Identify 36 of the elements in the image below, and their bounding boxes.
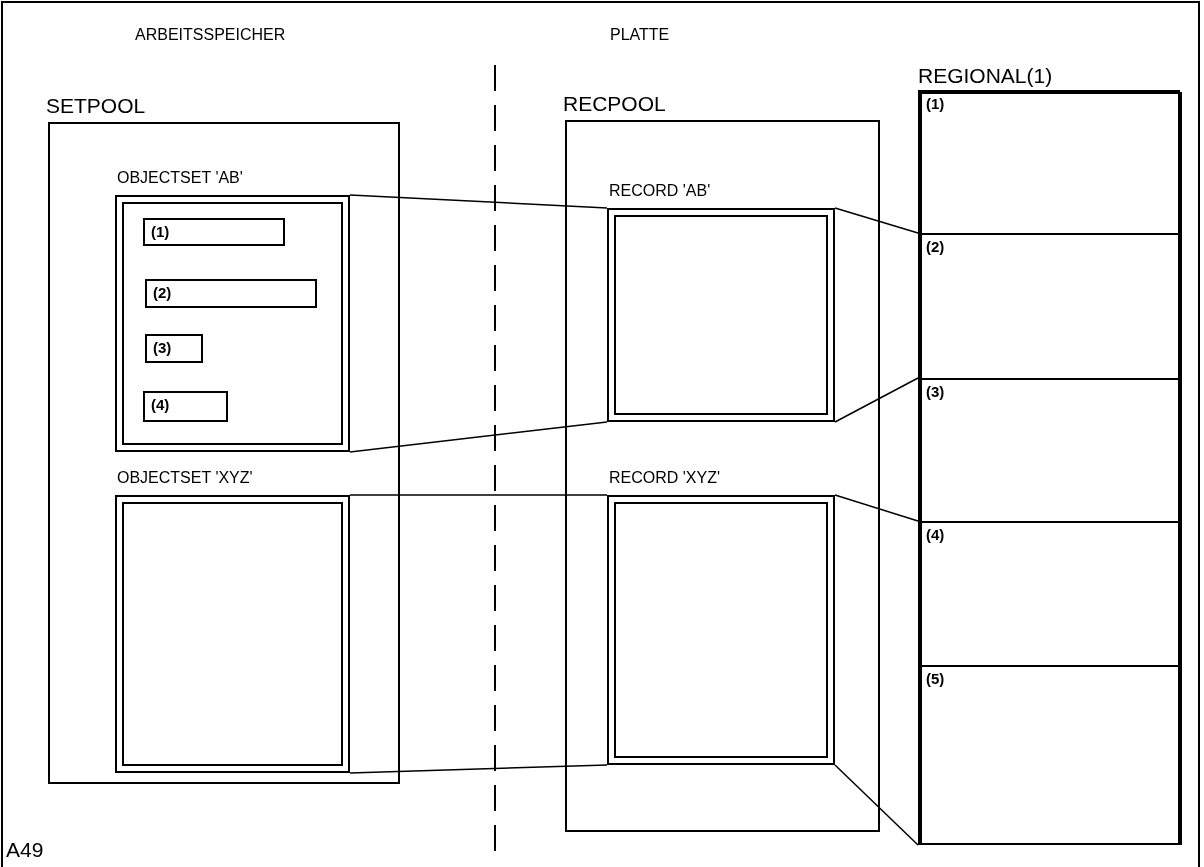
box-heading: SETPOOL (46, 94, 146, 118)
connector-line (349, 421, 608, 453)
item-label: (2) (926, 238, 945, 255)
connector-line (834, 207, 919, 234)
item-label: (1) (151, 223, 170, 240)
field-box (143, 391, 228, 422)
diagram-label: PLATTE (610, 26, 670, 44)
diagram-label: A49 (6, 838, 44, 862)
item-label: (4) (926, 526, 945, 543)
region-cell (918, 233, 1180, 380)
connector-line (349, 494, 608, 496)
region-cell (918, 665, 1180, 845)
box-heading: RECPOOL (563, 92, 666, 116)
diagram-label: ARBEITSSPEICHER (135, 26, 286, 44)
box-heading: REGIONAL(1) (918, 64, 1053, 88)
item-label: (1) (926, 95, 945, 112)
item-label: (3) (153, 339, 172, 356)
box-heading: RECORD 'XYZ' (609, 469, 720, 487)
connector-line (834, 494, 919, 522)
item-label: (4) (151, 396, 170, 413)
connector-line (834, 377, 919, 423)
connector-line (349, 764, 608, 774)
field-box (145, 279, 317, 308)
field-box (145, 334, 203, 363)
box-heading: OBJECTSET 'AB' (117, 169, 243, 187)
connector-line (349, 194, 608, 209)
box-heading: OBJECTSET 'XYZ' (117, 469, 253, 487)
box-heading: RECORD 'AB' (609, 182, 711, 200)
item-label: (5) (926, 670, 945, 687)
region-cell (918, 90, 1180, 235)
region-cell (918, 378, 1180, 523)
item-label: (3) (926, 383, 945, 400)
connector-line (834, 764, 919, 846)
item-label: (2) (153, 284, 172, 301)
field-box (143, 218, 285, 246)
region-cell (918, 521, 1180, 667)
